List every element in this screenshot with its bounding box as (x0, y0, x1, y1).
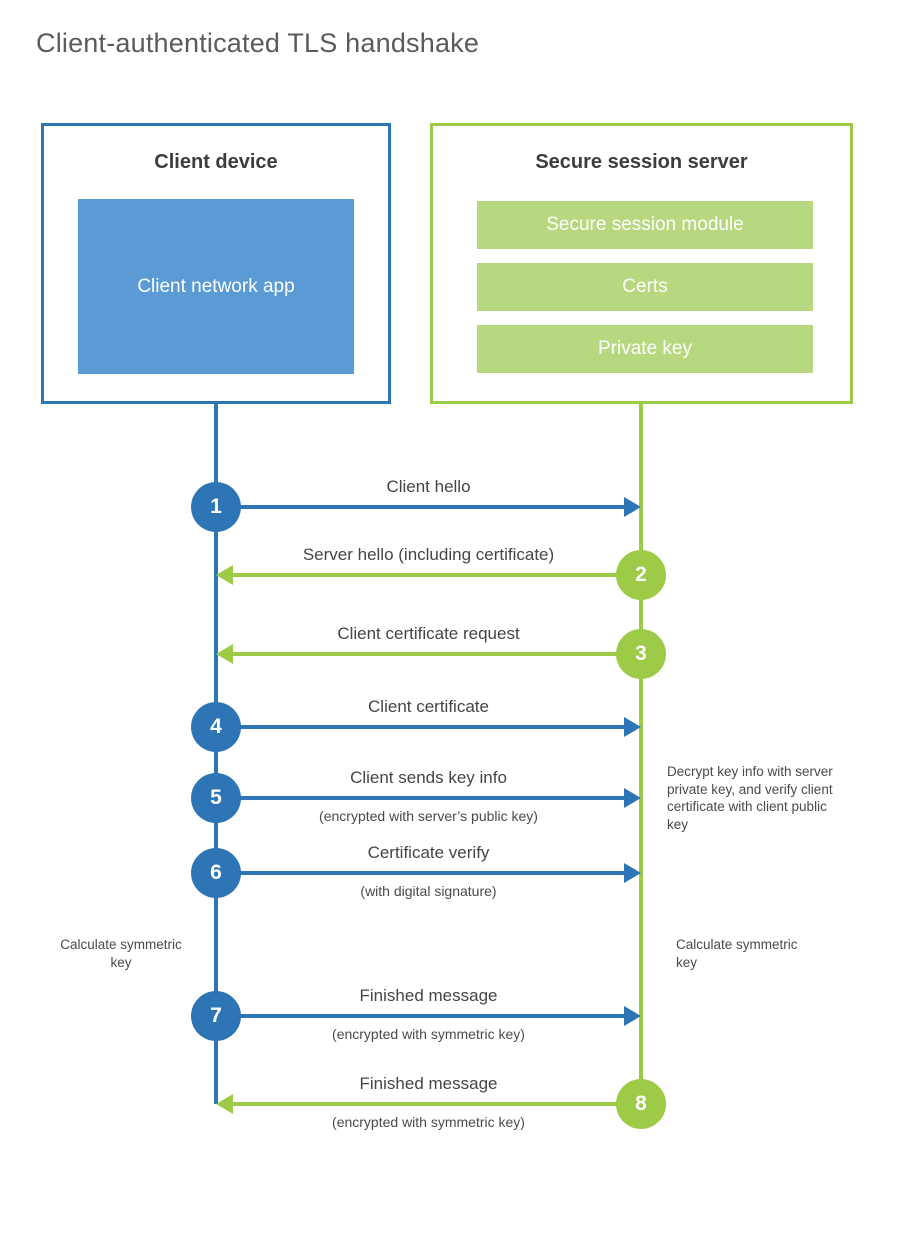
message-label: Client certificate (368, 697, 489, 716)
message-label: Certificate verify (367, 843, 490, 862)
arrow-shaft (216, 505, 626, 509)
step-number-badge: 2 (616, 550, 666, 600)
message-label: Server hello (including certificate) (302, 545, 555, 564)
step-number-badge: 6 (191, 848, 241, 898)
step-number-badge: 1 (191, 482, 241, 532)
message-sublabel: (encrypted with symmetric key) (332, 1114, 525, 1130)
arrow-shaft (216, 871, 626, 875)
decrypt-key-note: Decrypt key info with server private key… (667, 764, 833, 832)
arrow-right-icon (624, 863, 641, 883)
arrow-shaft (216, 1014, 626, 1018)
calculate-symmetric-key-note-server: Calculate symmetric key (676, 937, 798, 970)
message-label: Client certificate request (337, 624, 520, 643)
message-sublabel: (encrypted with symmetric key) (332, 1026, 525, 1042)
arrow-shaft (216, 725, 626, 729)
arrow-left-icon (216, 1094, 233, 1114)
client-device-box: Client device Client network app (41, 123, 391, 404)
secure-session-server-box: Secure session server Secure session mod… (430, 123, 853, 404)
arrow-shaft (216, 796, 626, 800)
arrow-right-icon (624, 497, 641, 517)
message-sublabel: (encrypted with server’s public key) (319, 808, 538, 824)
arrow-right-icon (624, 1006, 641, 1026)
server-module-secure-session: Secure session module (477, 201, 813, 249)
arrow-shaft (233, 1102, 641, 1106)
arrow-left-icon (216, 644, 233, 664)
server-module-certs: Certs (477, 263, 813, 311)
message-label: Finished message (359, 1074, 498, 1093)
step-number-badge: 8 (616, 1079, 666, 1129)
arrow-right-icon (624, 717, 641, 737)
client-network-app-box: Client network app (78, 199, 354, 374)
step-number-badge: 5 (191, 773, 241, 823)
message-sublabel: (with digital signature) (360, 883, 497, 899)
message-label: Client hello (386, 477, 471, 496)
arrow-left-icon (216, 565, 233, 585)
page-title: Client-authenticated TLS handshake (36, 28, 480, 58)
client-device-title: Client device (154, 151, 278, 173)
arrow-right-icon (624, 788, 641, 808)
arrow-shaft (233, 573, 641, 577)
step-number-badge: 4 (191, 702, 241, 752)
secure-session-server-title: Secure session server (535, 151, 748, 173)
server-lifeline (639, 401, 643, 1104)
message-label: Finished message (359, 986, 498, 1005)
calculate-symmetric-key-note-client: Calculate symmetric key (60, 937, 182, 970)
client-lifeline (214, 401, 218, 1104)
server-module-private-key: Private key (477, 325, 813, 373)
step-number-badge: 3 (616, 629, 666, 679)
message-label: Client sends key info (350, 768, 507, 787)
arrow-shaft (233, 652, 641, 656)
step-number-badge: 7 (191, 991, 241, 1041)
